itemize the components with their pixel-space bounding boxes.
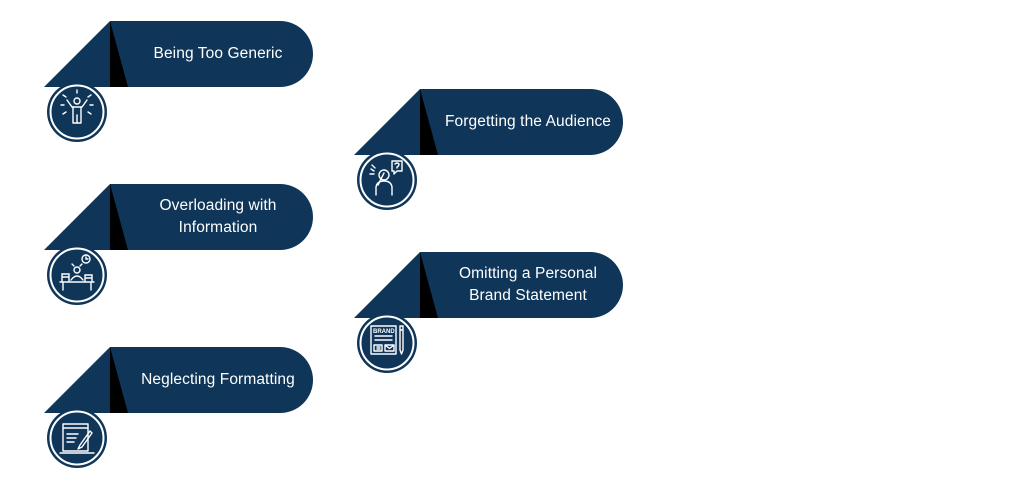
document-edit-icon	[47, 408, 107, 468]
person-spotlight-icon	[47, 82, 107, 142]
item-label: Omitting a Personal Brand Statement	[458, 265, 598, 304]
item-being-too-generic: Being Too Generic	[44, 21, 314, 145]
item-tab-shape	[44, 347, 313, 413]
item-label: Being Too Generic	[153, 45, 283, 62]
item-label: Forgetting the Audience	[444, 113, 612, 130]
item-tab-shape	[354, 252, 623, 318]
item-overloading-with-information: Overloading with Information	[44, 184, 314, 308]
item-label: Neglecting Formatting	[141, 371, 295, 388]
item-omitting-personal-brand-statement: Omitting a Personal Brand Statement BRAN…	[354, 252, 624, 376]
overwhelmed-desk-icon	[47, 245, 107, 305]
brand-card-icon: BRAND	[357, 313, 417, 373]
item-neglecting-formatting: Neglecting Formatting	[44, 347, 314, 471]
item-tab-shape	[44, 184, 313, 250]
item-tab-shape	[44, 21, 313, 87]
item-forgetting-the-audience: Forgetting the Audience	[354, 89, 624, 213]
item-tab-shape	[354, 89, 623, 155]
brand-text: BRAND	[373, 329, 395, 335]
item-label: Overloading with Information	[159, 197, 277, 236]
confused-person-icon	[357, 150, 417, 210]
